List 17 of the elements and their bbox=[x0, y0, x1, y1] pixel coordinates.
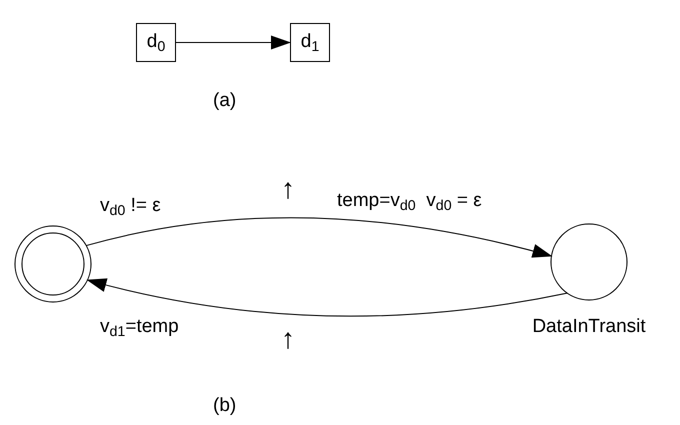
final-state-circle bbox=[14, 226, 92, 302]
text-label: ↑ bbox=[281, 322, 295, 356]
node-label: d$_{1}$ bbox=[300, 30, 320, 57]
text-label: (a) bbox=[213, 89, 236, 113]
arrow bbox=[176, 36, 291, 50]
edge-label: temp=v$_{d0}$ v$_{d0}$ = ε bbox=[337, 189, 482, 216]
state-box bbox=[290, 23, 330, 62]
arrow bbox=[86, 278, 568, 317]
text-label: (b) bbox=[213, 394, 236, 418]
text-label: ↑ bbox=[281, 172, 295, 206]
arrow bbox=[86, 217, 552, 258]
state-circle bbox=[550, 224, 628, 300]
state-name: DataInTransit bbox=[532, 315, 646, 339]
node-label: d$_{0}$ bbox=[146, 30, 166, 57]
text-label: v$_{d0}$ != ε bbox=[100, 194, 161, 220]
state-box bbox=[136, 23, 176, 62]
edge-label: v$_{d1}$=temp bbox=[100, 315, 179, 342]
